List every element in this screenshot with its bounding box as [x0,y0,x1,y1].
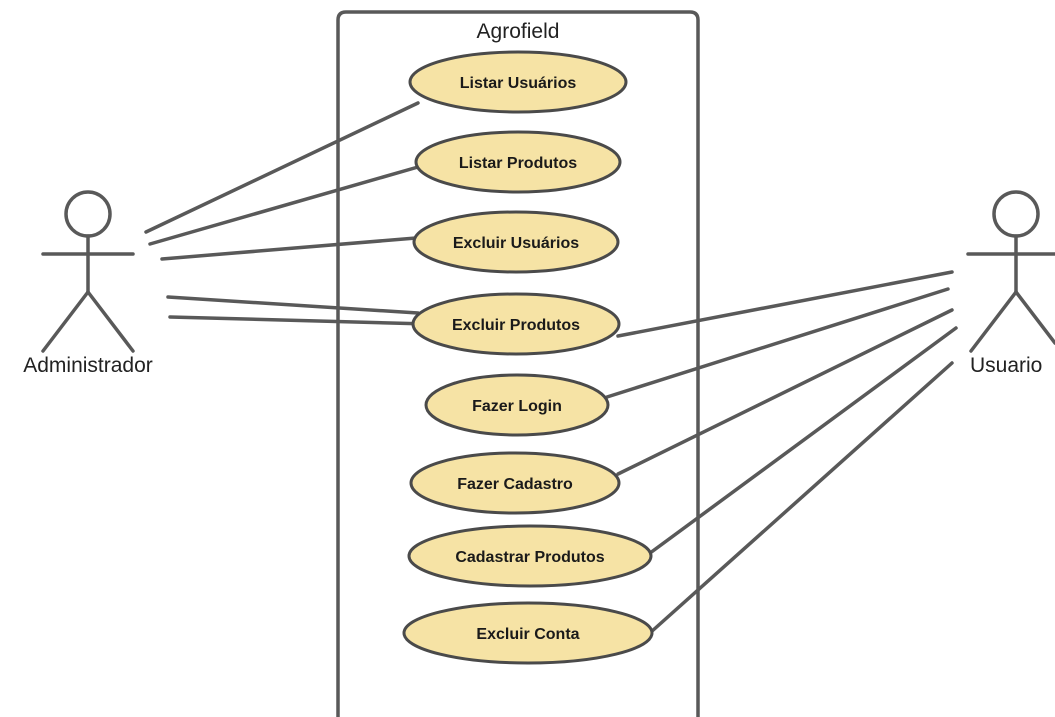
usecase-ellipse [414,130,622,194]
actor-name: Administrador [23,354,153,377]
association-admin-listar-produtos [148,165,420,246]
usecase-cadastrar-produtos[interactable]: Cadastrar Produtos [407,524,653,588]
usecase-ellipse [424,373,610,437]
actor-name: Usuario [970,354,1042,377]
usecase-fazer-login[interactable]: Fazer Login [424,373,610,437]
system-boundary-box [336,10,700,717]
usecase-label: Listar Usuários [460,75,577,92]
system-title: Agrofield [477,20,560,43]
usecase-excluir-conta[interactable]: Excluir Conta [402,601,654,665]
usecase-ellipse [408,50,628,114]
association-user-excluir-produtos [616,270,954,338]
usecase-ellipse [407,524,653,588]
association-user-cadastrar-produtos [644,326,958,558]
usecase-ellipse [402,601,654,665]
usecase-label: Excluir Produtos [452,317,580,334]
association-user-excluir-conta [649,361,954,634]
usecase-fazer-cadastro[interactable]: Fazer Cadastro [409,451,621,515]
association-admin-listar-usuarios [144,101,420,234]
usecase-label: Excluir Usuários [453,235,579,252]
usecase-excluir-usuarios[interactable]: Excluir Usuários [412,210,620,274]
usecase-ellipse [412,210,620,274]
association-admin-excluir-usuarios [160,236,418,261]
association-user-fazer-cadastro [616,308,954,476]
association-admin-fazer-login [168,315,430,326]
stick-figure-icon [966,190,1055,353]
usecase-excluir-produtos[interactable]: Excluir Produtos [411,292,621,356]
usecase-label: Cadastrar Produtos [455,549,604,566]
usecase-label: Listar Produtos [459,155,577,172]
association-admin-excluir-produtos [166,295,420,315]
usecase-ellipse [409,451,621,515]
usecase-listar-produtos[interactable]: Listar Produtos [414,130,622,194]
usecase-ellipse [411,292,621,356]
usecase-label: Fazer Cadastro [457,476,573,493]
usecase-label: Fazer Login [472,398,562,415]
system-boundary: Agrofield [336,10,700,717]
actor-administrador[interactable]: Administrador [23,190,153,377]
use-cases: Listar Usuários Listar Produtos Excluir … [402,50,654,665]
usecase-listar-usuarios[interactable]: Listar Usuários [408,50,628,114]
stick-figure-icon [41,190,135,353]
usecase-label: Excluir Conta [476,626,579,643]
association-user-fazer-login [605,287,950,399]
actor-usuario[interactable]: Usuario [966,190,1055,377]
